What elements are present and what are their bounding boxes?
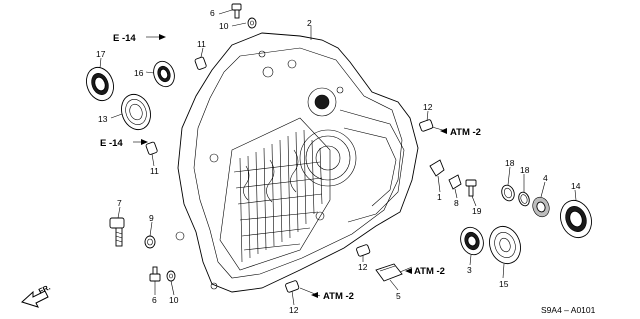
bolt-6-bottom	[149, 266, 161, 282]
washer-10-bottom	[166, 270, 176, 282]
part-number-18-b: 18	[520, 165, 530, 175]
part-number-18-a: 18	[505, 158, 515, 168]
part-number-10-top: 10	[219, 21, 229, 31]
part-number-10-bottom: 10	[169, 295, 179, 305]
part-number-12-bottom-mid: 12	[358, 262, 368, 272]
front-arrow-icon	[21, 290, 49, 308]
front-direction-indicator: FR.	[21, 283, 52, 308]
ref-atm2-right: ATM -2	[450, 127, 481, 138]
oil-seal-17	[86, 66, 114, 102]
part-number-12-right: 12	[423, 102, 433, 112]
bearing-15	[489, 225, 521, 265]
part-number-15: 15	[499, 279, 509, 289]
washer-10-top	[247, 17, 257, 29]
bolt-6-top	[231, 3, 242, 19]
ref-e14-top-arrowhead	[159, 34, 166, 40]
ref-e14-mid-arrowhead	[141, 139, 148, 145]
snap-ring-18-b	[518, 191, 530, 207]
part-number-11-mid: 11	[150, 166, 159, 176]
bearing-13	[121, 93, 151, 131]
part-number-16: 16	[134, 68, 144, 78]
ref-e14-top: E -14	[113, 33, 136, 44]
part-number-6-bottom: 6	[152, 295, 157, 305]
ref-atm2-right-arrowhead	[440, 128, 447, 134]
part-number-19: 19	[472, 206, 482, 216]
direction-label: FR.	[37, 283, 52, 296]
clip-1	[429, 159, 445, 177]
part-number-5: 5	[396, 291, 401, 301]
dowel-pin-11-mid	[145, 141, 158, 155]
clip-8	[448, 174, 462, 190]
reference-callouts: E -14 E -14 ATM -2 ATM -2 ATM -2	[100, 33, 481, 302]
o-ring-9	[144, 235, 156, 249]
part-number-12-bottom: 12	[289, 305, 299, 315]
part-number-1: 1	[437, 192, 442, 202]
ref-atm2-bottom-mid: ATM -2	[414, 266, 445, 277]
part-number-14: 14	[571, 181, 581, 191]
transmission-case	[175, 32, 419, 293]
pipe-4	[532, 196, 550, 218]
sensor-7	[109, 217, 125, 247]
part-number-2: 2	[307, 18, 312, 28]
ref-atm2-bottom: ATM -2	[323, 291, 354, 302]
part-number-13: 13	[98, 114, 108, 124]
dowel-pin-12-right	[419, 119, 434, 132]
part-number-labels: 2 6 10 11 17 16 13 11 12 1 18 18 4 14 8 …	[96, 8, 581, 315]
ref-atm2-bottom-mid-arrowhead	[405, 268, 412, 274]
part-number-3: 3	[467, 265, 472, 275]
bolt-19	[465, 179, 477, 197]
part-number-8: 8	[454, 198, 459, 208]
part-number-7: 7	[117, 198, 122, 208]
leader-lines	[99, 9, 577, 306]
snap-ring-18-a	[501, 184, 515, 202]
part-number-17: 17	[96, 49, 106, 59]
bearing-14	[560, 199, 592, 239]
ref-e14-mid: E -14	[100, 138, 123, 149]
valve-body-area	[219, 117, 331, 271]
dowel-pin-12-bottom-mid	[356, 244, 371, 257]
part-number-11-top: 11	[197, 39, 206, 49]
dowel-pin-12-bottom	[285, 280, 300, 293]
part-number-6-top: 6	[210, 8, 215, 18]
oil-seal-16	[153, 60, 175, 88]
diagram-code: S9A4 – A0101	[541, 305, 596, 315]
oil-seal-3	[460, 226, 484, 256]
dowel-pin-11-top	[194, 56, 207, 70]
cover-5	[375, 263, 403, 282]
part-number-4: 4	[543, 173, 548, 183]
part-number-9: 9	[149, 213, 154, 223]
ref-atm2-bottom-arrowhead	[311, 292, 318, 298]
